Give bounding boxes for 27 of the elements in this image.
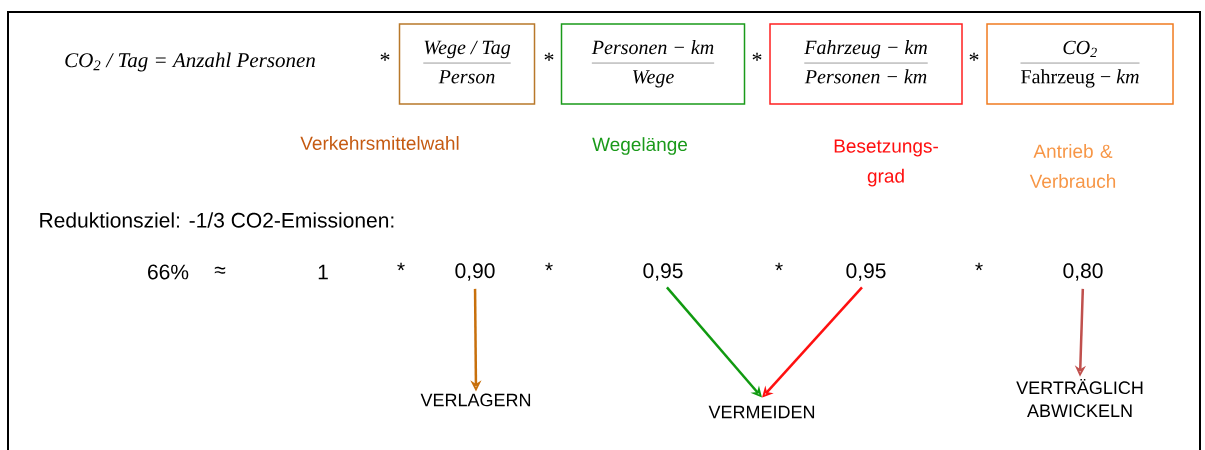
fraction-box: Personen − km Wege: [560, 23, 746, 105]
value-text: 1: [318, 264, 328, 280]
multiply-sign: *: [397, 262, 405, 271]
fraction-box: Wege / Tag Person: [398, 23, 536, 105]
multiply-sign: *: [752, 52, 762, 61]
fraction-box: CO$_{2}$ Fahrzeug − km: [986, 23, 1174, 105]
category-label: Antrieb & Verbrauch: [1029, 144, 1116, 188]
multiply-sign: *: [975, 262, 983, 271]
formula-text: CO$_{2}$ / Tag = Anzahl Personen: [65, 52, 315, 72]
factor-value: 0,95: [846, 263, 886, 281]
category-label: Wegelänge: [592, 137, 688, 155]
multiply-sign: *: [969, 52, 979, 61]
strategy-label: VERMEIDEN: [708, 405, 815, 419]
multiply-sign: *: [544, 52, 554, 61]
fraction-box: Fahrzeug − km Personen − km: [769, 23, 963, 105]
target-heading: Reduktionsziel: -1/3 CO2-Emissionen:: [40, 212, 394, 228]
factor-value: 0,80: [1063, 263, 1103, 281]
strategy-label: VERLAGERN: [420, 393, 531, 407]
category-label: Besetzungs- grad: [834, 139, 938, 187]
value-text: ≈: [214, 266, 226, 274]
factor-value: 0,95: [643, 263, 683, 281]
multiply-sign: *: [775, 262, 783, 271]
value-text: 66%: [148, 264, 189, 280]
category-label: Verkehrsmittelwahl: [300, 136, 459, 150]
strategy-label: VERTRÄGLICH ABWICKELN: [1016, 378, 1143, 418]
factor-value: 0,90: [455, 263, 495, 281]
multiply-sign: *: [545, 262, 553, 271]
